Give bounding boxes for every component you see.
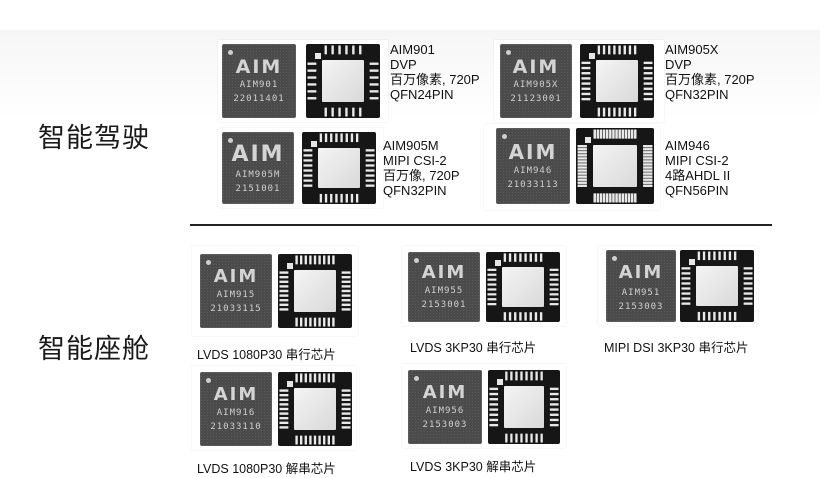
driving-card: AIM AIM901 22011401 (218, 40, 388, 122)
chip-model-mark: AIM905M (235, 170, 281, 180)
chip-bottom-view (302, 132, 376, 204)
section-title-cockpit: 智能座舱 (38, 334, 150, 365)
chip-top-view: AIM AIM905X 21123001 (500, 44, 572, 118)
chip-caption: LVDS 3KP30 解串芯片 (410, 460, 537, 474)
chip-lot-mark: 21123001 (510, 94, 562, 104)
chip-model-mark: AIM951 (621, 288, 661, 298)
cockpit-card: AIM AIM915 21033115 (192, 246, 358, 336)
chip-logo: AIM (213, 384, 259, 405)
chip-top-view: AIM AIM951 2153003 (606, 250, 676, 322)
chip-model-mark: AIM946 (513, 166, 553, 176)
chip-lot-mark: 2151001 (235, 184, 281, 194)
chip-logo: AIM (508, 140, 558, 164)
driving-card: AIM AIM905X 21123001 (494, 40, 664, 122)
chip-bottom-view (576, 128, 654, 204)
chip-model-mark: AIM956 (425, 406, 465, 416)
chip-caption: LVDS 1080P30 串行芯片 (197, 348, 336, 362)
cockpit-card: AIM AIM955 2153001 (402, 246, 566, 326)
driving-card: AIM AIM905M 2151001 (218, 128, 383, 208)
chip-logo: AIM (231, 142, 285, 167)
chip-bottom-view (486, 252, 560, 322)
chip-lot-mark: 2153001 (421, 300, 467, 310)
driving-card: AIM AIM946 21033113 (484, 124, 660, 210)
chip-logo: AIM (421, 262, 467, 283)
chip-model-mark: AIM955 (424, 286, 464, 296)
chip-top-view: AIM AIM946 21033113 (496, 128, 570, 204)
chip-lot-mark: 21033110 (210, 422, 262, 432)
chip-logo: AIM (422, 382, 468, 403)
chip-top-view: AIM AIM901 22011401 (222, 44, 296, 118)
chip-caption: LVDS 3KP30 串行芯片 (410, 341, 537, 355)
cockpit-card: AIM AIM916 21033110 (192, 366, 356, 450)
chip-model-mark: AIM916 (216, 408, 256, 418)
chip-lot-mark: 21033113 (507, 180, 559, 190)
chip-lot-mark: 2153003 (422, 420, 468, 430)
chip-logo: AIM (213, 266, 259, 287)
chip-top-view: AIM AIM956 2153003 (408, 370, 482, 444)
top-band (0, 0, 820, 30)
chip-bottom-view (580, 44, 654, 118)
chip-top-view: AIM AIM916 21033110 (200, 372, 272, 446)
chip-bottom-view (306, 44, 380, 118)
section-title-driving: 智能驾驶 (38, 123, 150, 154)
chip-logo: AIM (512, 56, 560, 78)
section-divider (190, 224, 772, 226)
chip-lot-mark: 2153003 (618, 302, 664, 312)
chip-model-mark: AIM901 (239, 80, 279, 90)
chip-model-mark: AIM905X (513, 80, 559, 90)
chip-logo: AIM (235, 56, 283, 78)
chip-bottom-view (278, 254, 352, 328)
chip-model-mark: AIM915 (216, 290, 256, 300)
chip-caption: MIPI DSI 3KP30 串行芯片 (604, 341, 749, 355)
cockpit-card: AIM AIM951 2153003 (598, 246, 758, 326)
chip-top-view: AIM AIM905M 2151001 (222, 132, 294, 204)
chip-bottom-view (680, 250, 754, 322)
cockpit-card: AIM AIM956 2153003 (402, 364, 566, 448)
chip-caption: LVDS 1080P30 解串芯片 (197, 462, 336, 476)
chip-top-view: AIM AIM955 2153001 (408, 252, 480, 322)
chip-bottom-view (488, 370, 560, 444)
chip-top-view: AIM AIM915 21033115 (200, 254, 272, 328)
chip-bottom-view (278, 372, 352, 446)
chip-lot-mark: 22011401 (233, 94, 285, 104)
chip-logo: AIM (618, 262, 664, 283)
chip-lot-mark: 21033115 (210, 304, 262, 314)
